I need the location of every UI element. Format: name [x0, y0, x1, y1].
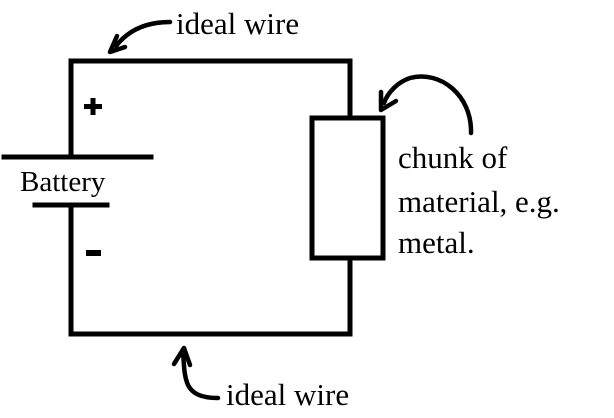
top-arrow	[113, 19, 173, 49]
top-arrow-head	[107, 33, 128, 55]
resistor-arrow	[381, 74, 474, 136]
top-wire-label: ideal wire	[176, 6, 299, 41]
resistor-label-line3: metal.	[398, 225, 475, 260]
bottom-wire-label: ideal wire	[226, 377, 349, 412]
resistor-label-line1: chunk of	[398, 140, 508, 175]
minus-icon	[86, 250, 101, 256]
resistor-chunk	[309, 115, 386, 261]
bottom-arrow	[180, 347, 221, 401]
top-wire	[68, 58, 353, 160]
plus-icon	[84, 98, 102, 115]
resistor-label-line2: material, e.g.	[398, 184, 560, 219]
resistor-arrow-head	[378, 89, 399, 113]
battery-label: Battery	[20, 166, 106, 198]
bottom-wire	[68, 202, 353, 337]
bottom-arrow-head	[171, 345, 193, 368]
